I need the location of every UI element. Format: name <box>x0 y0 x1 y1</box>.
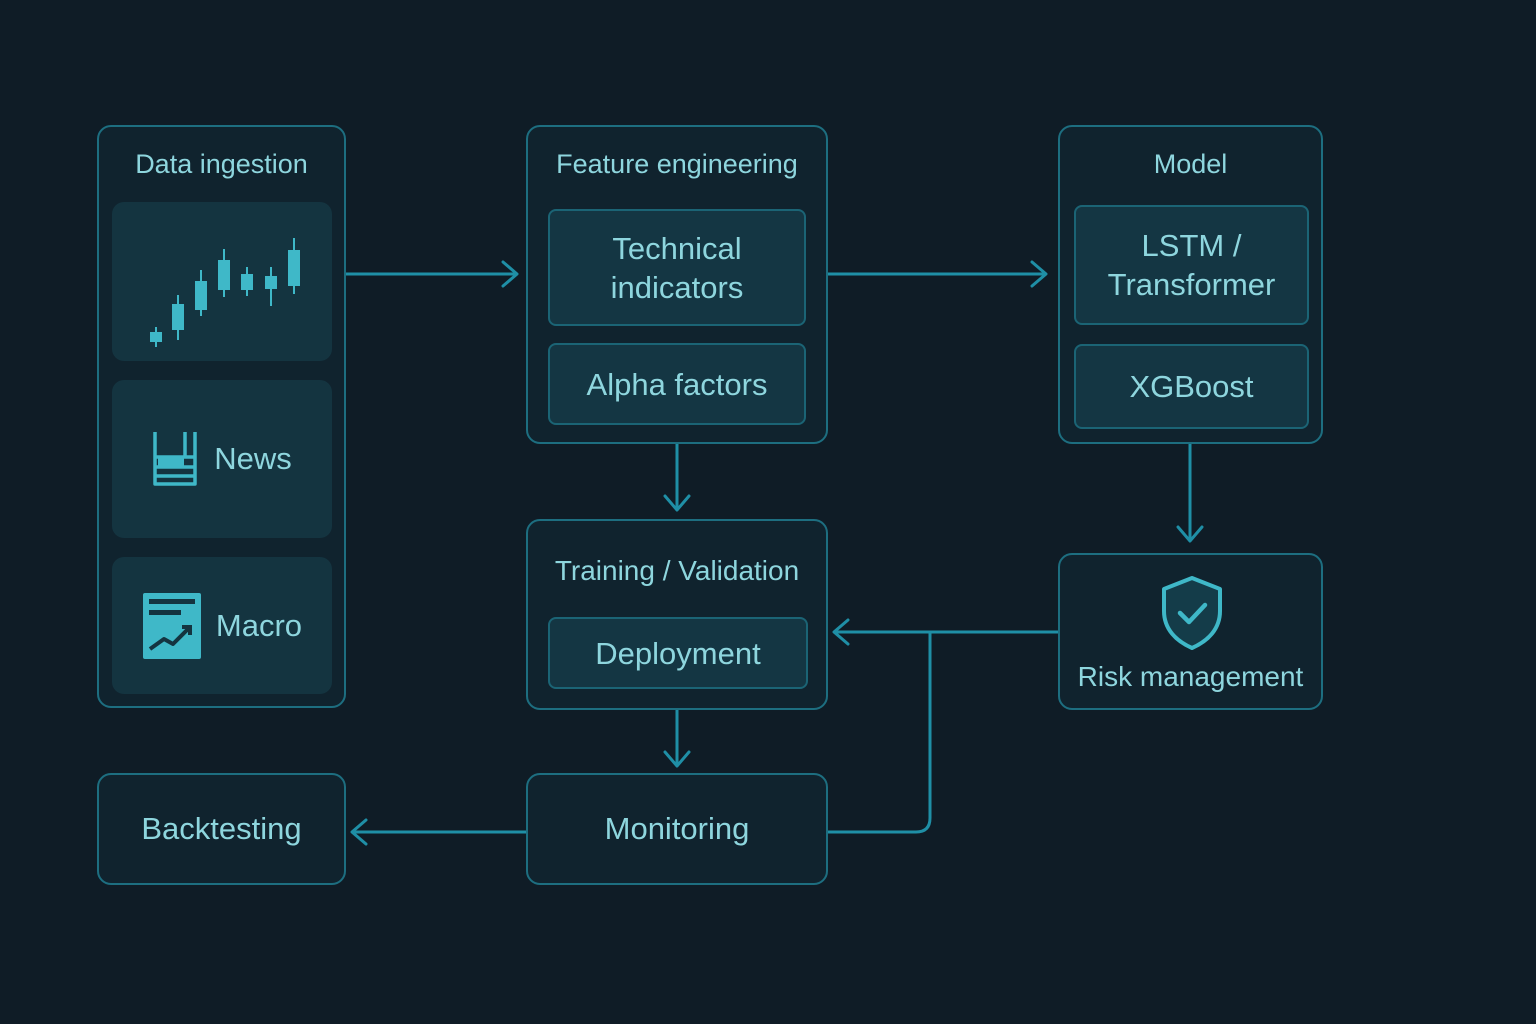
monitoring-title: Monitoring <box>604 811 750 846</box>
training-validation-panel: Training / Validation Deployment <box>526 519 828 710</box>
candlestick-chart-icon <box>150 237 300 347</box>
model-panel: Model LSTM / Transformer XGBoost <box>1058 125 1323 444</box>
news-label: News <box>214 441 292 476</box>
line-monitoring-feedback <box>826 630 932 834</box>
alpha-factors-box: Alpha factors <box>548 343 806 425</box>
market-data-tile <box>112 202 332 361</box>
deployment-box: Deployment <box>548 617 808 689</box>
newspaper-icon <box>153 432 197 486</box>
news-tile: News <box>112 380 332 538</box>
risk-management-panel: Risk management <box>1058 553 1323 710</box>
technical-indicators-box: Technical indicators <box>548 209 806 326</box>
lstm-transformer-box: LSTM / Transformer <box>1074 205 1309 325</box>
feature-engineering-panel: Feature engineering Technical indicators… <box>526 125 828 444</box>
backtesting-title: Backtesting <box>141 811 302 846</box>
feature-engineering-title: Feature engineering <box>556 149 798 179</box>
backtesting-box: Backtesting <box>97 773 346 885</box>
macro-chart-icon <box>142 592 201 659</box>
macro-label: Macro <box>215 607 303 643</box>
risk-management-title: Risk management <box>1077 661 1304 692</box>
training-validation-title: Training / Validation <box>554 555 800 586</box>
data-ingestion-title: Data ingestion <box>135 149 308 179</box>
monitoring-box: Monitoring <box>526 773 828 885</box>
xgboost-box: XGBoost <box>1074 344 1309 429</box>
macro-tile: Macro <box>112 557 332 694</box>
shield-check-icon <box>1162 576 1222 650</box>
data-ingestion-panel: Data ingestion <box>97 125 346 708</box>
model-title: Model <box>1153 149 1228 179</box>
